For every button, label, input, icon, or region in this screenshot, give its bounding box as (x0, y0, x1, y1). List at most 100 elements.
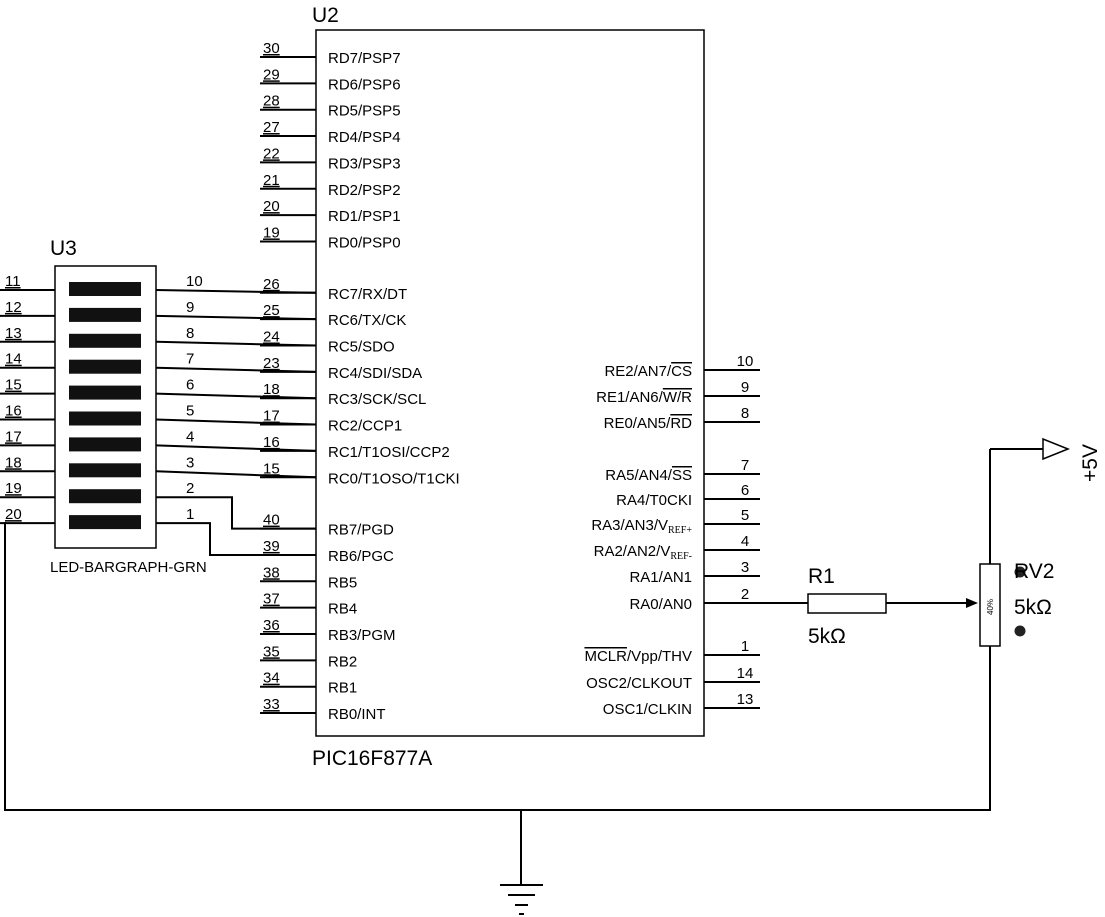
u2-pin-name-text: OSC2/CLKOUT (586, 675, 692, 692)
rv2-body-text: 40% (986, 599, 995, 615)
u2-pin-name: RA2/AN2/VREF- (594, 543, 692, 562)
u3-pin-number: 18 (5, 454, 22, 471)
u2-pin-number: 36 (263, 617, 280, 634)
led-segment (69, 307, 141, 322)
u2-pin-number: 9 (741, 379, 749, 396)
u3-ref: U3 (50, 237, 77, 260)
u2-pin-number: 23 (263, 355, 280, 372)
u3-pin-number: 17 (5, 428, 22, 445)
u2-pin-number: 2 (741, 586, 749, 603)
u2-pin-name-text: RA1/AN1 (629, 569, 692, 586)
u3-part: LED-BARGRAPH-GRN (50, 559, 207, 576)
u2-pin-name-overbar: SS (672, 467, 692, 484)
u2-pin-name: RD4/PSP4 (328, 129, 401, 146)
u2-pin-number: 37 (263, 591, 280, 608)
bus-wire (155, 418, 317, 426)
u2-pin-name: RA5/AN4/SS (605, 467, 692, 484)
u2-pin-name-overbar: RD (670, 415, 692, 432)
u3-pin-number: 2 (186, 480, 194, 497)
u2-pin-number: 39 (263, 538, 280, 555)
led-segment (69, 359, 141, 374)
bus-wire (155, 366, 317, 373)
u2-pin-number: 18 (263, 381, 280, 398)
u3-pin-number: 12 (5, 299, 22, 316)
u2-pin-name-text: RA3/AN3/V (591, 517, 668, 534)
u2-pin-name: RC5/SDO (328, 339, 395, 356)
power-terminal (1042, 437, 1071, 461)
u2-pin-number: 10 (737, 353, 754, 370)
u2-pin-name-subscript: REF- (670, 551, 692, 562)
u2-pin-number: 35 (263, 643, 280, 660)
led-segment (69, 437, 141, 452)
u2-pin-number: 3 (741, 559, 749, 576)
u2-pin-name: RE0/AN5/RD (604, 415, 693, 432)
u2-pin-number: 6 (741, 482, 749, 499)
rv2-ref: RV2 (1014, 560, 1054, 583)
u3-led-segments (69, 282, 141, 530)
bus-wire (155, 470, 317, 479)
ground-wire (4, 522, 991, 811)
u2-pin-name: OSC1/CLKIN (603, 701, 692, 718)
u2-pin-name: RD1/PSP1 (328, 208, 401, 225)
u2-pin-number: 19 (263, 224, 280, 241)
u3-pin-number: 4 (186, 428, 194, 445)
u2-ref: U2 (312, 4, 339, 27)
u2-pin-number: 28 (263, 93, 280, 110)
u3-pin-number: 7 (186, 351, 194, 368)
u2-pin-number: 30 (263, 40, 280, 57)
u2-pin-name-overbar: CS (671, 363, 692, 380)
u2-pin-name: RD5/PSP5 (328, 103, 401, 120)
bus-wire (156, 522, 316, 556)
u2-pin-name: RD3/PSP3 (328, 155, 401, 172)
u2-pin-name: RC0/T1OSO/T1CKI (328, 470, 460, 487)
u2-pin-number: 1 (741, 638, 749, 655)
u2-pin-number: 26 (263, 276, 280, 293)
u3-pin-number: 13 (5, 325, 22, 342)
u2-pin-name: RD0/PSP0 (328, 234, 401, 251)
u2-body (315, 29, 705, 737)
u3-pin-number: 8 (186, 325, 194, 342)
led-segment (69, 463, 141, 478)
u2-pin-name-subscript: REF+ (668, 525, 692, 536)
u2-pin-name: RB1 (328, 680, 357, 697)
u2-pin-name-text: RA0/AN0 (629, 596, 692, 613)
u2-pin-name-text: RA5/AN4/ (605, 467, 673, 484)
u2-pin-name: RB3/PGM (328, 627, 396, 644)
u3-pin-number: 6 (186, 377, 194, 394)
u3-pin-number: 14 (5, 351, 22, 368)
u2-pin-name: RA4/T0CKI (616, 492, 692, 509)
led-segment (69, 411, 141, 426)
u3-pin-number: 3 (186, 454, 194, 471)
u3-pin-number: 15 (5, 377, 22, 394)
led-segment (69, 515, 141, 530)
u2-pin-number: 21 (263, 172, 280, 189)
bus-wire (155, 444, 317, 452)
u3-pin-number: 16 (5, 403, 22, 420)
u2-pin-name-text: RA2/AN2/V (594, 543, 671, 560)
u2-pin-name: RB2 (328, 653, 357, 670)
r1-ref: R1 (808, 565, 835, 588)
led-segment (69, 282, 141, 296)
u2-pin-name: RB7/PGD (328, 522, 394, 539)
u3-pin-number: 20 (5, 506, 22, 523)
u2-pin-number: 22 (263, 145, 280, 162)
u2-pin-number: 33 (263, 696, 280, 713)
u2-pin-number: 38 (263, 564, 280, 581)
u2-pin-number: 7 (741, 457, 749, 474)
u2-pin-name: RE1/AN6/W/R (596, 389, 692, 406)
u2-pin-name: RB5 (328, 574, 357, 591)
u3-pin-number: 11 (5, 273, 21, 290)
u2-pin-name-overbar: W/R (663, 389, 692, 406)
u2-pin-number: 29 (263, 66, 280, 83)
u2-pin-number: 40 (263, 512, 280, 529)
u2-pin-name: MCLR/Vpp/THV (584, 648, 692, 665)
led-segment (69, 489, 141, 504)
u2-pin-number: 4 (741, 533, 749, 550)
u2-pin-name-text: RA4/T0CKI (616, 492, 692, 509)
u2-pin-number: 34 (263, 670, 280, 687)
r1-value: 5kΩ (808, 625, 846, 648)
u2-right-pins: 10RE2/AN7/CS9RE1/AN6/W/R8RE0/AN5/RD7RA5/… (584, 353, 760, 718)
u2-pin-number: 17 (263, 408, 280, 425)
u2-pin-name: OSC2/CLKOUT (586, 675, 692, 692)
